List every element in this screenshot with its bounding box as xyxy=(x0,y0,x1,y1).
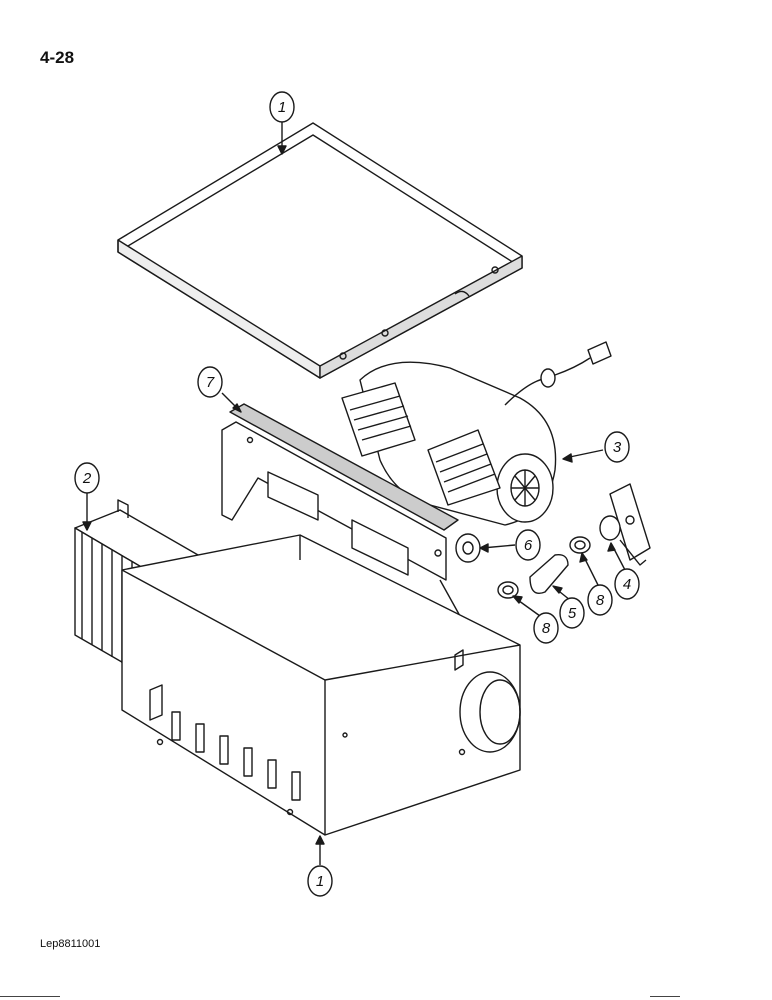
callout-5: 5 xyxy=(559,597,585,629)
clamp-part-8-right xyxy=(569,536,591,554)
hose-part-5 xyxy=(529,554,569,595)
page-number: 4-28 xyxy=(40,48,75,67)
callout-label: 1 xyxy=(278,99,286,116)
footer-rule-left xyxy=(0,996,60,997)
figure-code: Lep8811001 xyxy=(40,938,101,950)
callout-8-left: 8 xyxy=(533,612,559,644)
water-valve-part-4 xyxy=(599,483,651,566)
callout-8-right: 8 xyxy=(587,584,613,616)
callout-label: 3 xyxy=(613,439,622,456)
callout-label: 2 xyxy=(82,470,92,487)
leader-lines xyxy=(82,122,626,865)
callout-label: 7 xyxy=(206,374,215,391)
callout-label: 8 xyxy=(542,620,551,637)
clamp-part-8-left xyxy=(497,581,519,599)
heater-housing xyxy=(121,534,521,836)
footer-rule-right xyxy=(650,996,680,997)
callout-3: 3 xyxy=(604,431,630,463)
callout-label: 8 xyxy=(596,592,605,609)
cover-panel xyxy=(117,122,523,379)
blower-assembly xyxy=(341,341,612,526)
callout-6: 6 xyxy=(515,529,541,561)
callout-4: 4 xyxy=(614,568,640,600)
callout-label: 4 xyxy=(623,576,631,593)
callouts: 1 7 2 3 6 4 8 5 xyxy=(74,91,640,897)
foam-seal-strip xyxy=(229,403,459,531)
grommet-part-6 xyxy=(455,533,481,563)
callout-label: 5 xyxy=(568,605,577,622)
callout-label: 6 xyxy=(524,537,533,554)
callout-label: 1 xyxy=(316,873,324,890)
callout-1-top: 1 xyxy=(269,91,295,123)
callout-1-bottom: 1 xyxy=(307,865,333,897)
callout-7: 7 xyxy=(197,366,223,398)
callout-2: 2 xyxy=(74,462,100,494)
